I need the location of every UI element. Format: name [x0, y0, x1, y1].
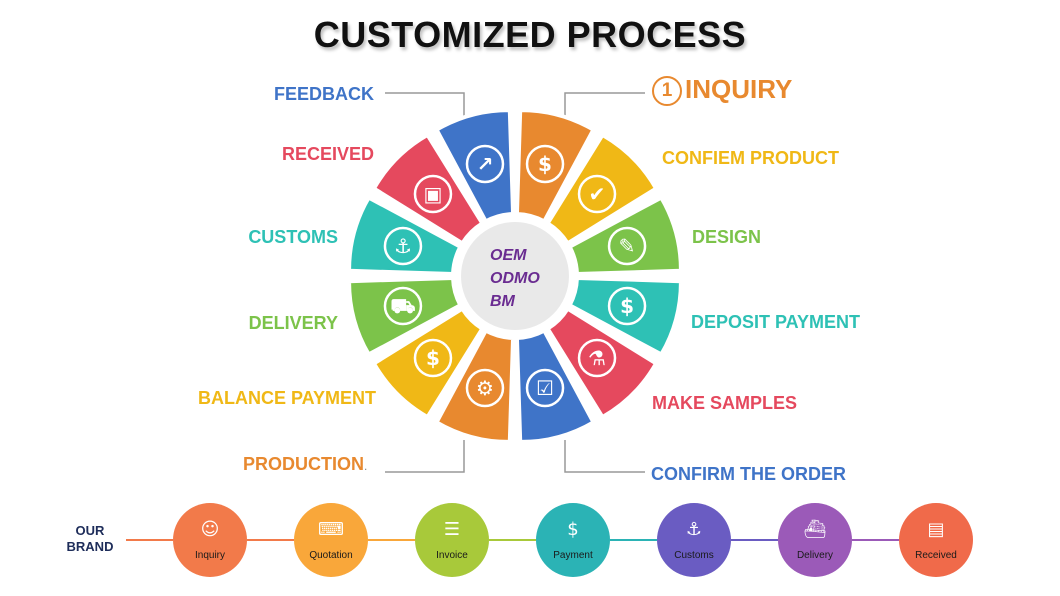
anchor-icon-glyph: ⚓ [394, 234, 412, 258]
calculator-icon: ⌨ [318, 519, 344, 540]
shield-dollar-icon-glyph: $ [426, 346, 440, 370]
timeline-connector [489, 539, 536, 541]
shield-dollar-icon [413, 338, 453, 378]
wheel-segment [545, 306, 659, 420]
wheel-segment [371, 132, 485, 246]
box-icon-glyph: ▣ [424, 182, 443, 206]
step-label-production: PRODUCTION. [243, 454, 368, 474]
timeline-step-label: Payment [553, 550, 593, 561]
ruler-pencil-icon-glyph: ✎ [619, 234, 636, 258]
growth-chart-dollar-icon [465, 144, 505, 184]
timeline-connector [852, 539, 899, 541]
wheel-segment [434, 108, 516, 224]
check-icon [577, 174, 617, 214]
timeline-connector [368, 539, 415, 541]
wheel-segment [567, 195, 683, 277]
invoice-icon: ☰ [443, 519, 461, 540]
step-label-make-samples: MAKE SAMPLES [652, 393, 798, 413]
anchor-icon [383, 226, 423, 266]
step-label-delivery: DELIVERY [248, 313, 338, 333]
step-label-design: DESIGN [692, 227, 762, 247]
test-tube-icon [577, 338, 617, 378]
lightbulb-dollar-icon [607, 286, 647, 326]
anchor-icon: ⚓ [685, 519, 703, 540]
wheel-segments: $ ✔ ✎ $ ⚗ ☑ ⚙ $ ⛟ ⚓ ▣ ↗ [347, 108, 683, 444]
wheel-segment [567, 275, 683, 357]
timeline-step-label: Quotation [309, 550, 353, 561]
timeline-step-quotation: ⌨ Quotation [294, 503, 368, 577]
cash-icon: $ [567, 519, 579, 540]
lightbulb-dollar-icon-glyph: $ [620, 294, 634, 318]
connector-line [385, 92, 465, 118]
step-label-deposit-payment: DEPOSIT PAYMENT [691, 312, 861, 332]
brand-label: OUR BRAND [66, 523, 114, 554]
timeline-step-payment: $ Payment [536, 503, 610, 577]
chat-dollar-icon [525, 144, 565, 184]
wheel-segment [347, 275, 463, 357]
wheel-segment [514, 328, 596, 444]
timeline-step-customs: ⚓ Customs [657, 503, 731, 577]
box-icon [413, 174, 453, 214]
growth-chart-dollar-icon-glyph: ↗ [477, 152, 494, 176]
step-label-confirm-order: CONFIRM THE ORDER [651, 464, 846, 484]
timeline-step-received: ▤ Received [899, 503, 973, 577]
document-check-icon-glyph: ☑ [536, 376, 554, 400]
step-label-feedback: FEEDBACK [273, 84, 374, 104]
robot-arm-icon-glyph: ⚙ [476, 376, 494, 400]
timeline-step-label: Inquiry [194, 550, 225, 561]
package-icon: ▤ [927, 519, 945, 540]
step-label-confirm-product: CONFIEM PRODUCT [662, 148, 839, 168]
step-label-received: RECEIVED [281, 144, 374, 164]
ruler-pencil-icon [607, 226, 647, 266]
test-tube-icon-glyph: ⚗ [588, 346, 606, 370]
timeline-step-delivery: ⛴ Delivery [778, 503, 852, 577]
timeline-connector [126, 539, 173, 541]
wheel-segment [545, 132, 659, 246]
step-label-customs: CUSTOMS [248, 227, 338, 247]
chat-dollar-icon-glyph: $ [538, 152, 552, 176]
connector-line [564, 440, 645, 473]
wheel-segment [434, 328, 516, 444]
timeline-step-label: Delivery [796, 550, 834, 561]
timeline-step-label: Received [915, 550, 957, 561]
page-title: CUSTOMIZED PROCESS [313, 14, 747, 55]
step-number-badge: 1 [652, 76, 682, 106]
wheel-segment [371, 306, 485, 420]
timeline-step-label: Invoice [436, 550, 468, 561]
timeline-connector [247, 539, 294, 541]
ship-icon: ⛴ [803, 519, 827, 540]
timeline-connector [731, 539, 778, 541]
step-label-balance-payment: BALANCE PAYMENT [197, 388, 376, 408]
meeting-icon: ☺ [200, 519, 220, 540]
timeline-step-invoice: ☰ Invoice [415, 503, 489, 577]
truck-icon-glyph: ⛟ [390, 294, 415, 318]
wheel-segment [514, 108, 596, 224]
check-icon-glyph: ✔ [589, 182, 606, 206]
connector-line [564, 92, 645, 118]
center-text: OEM ODMO BM [490, 247, 540, 310]
timeline-connector [610, 539, 657, 541]
timeline-step-inquiry: ☺ Inquiry [173, 503, 247, 577]
robot-arm-icon [465, 368, 505, 408]
timeline-step-label: Customs [674, 550, 714, 561]
document-check-icon [525, 368, 565, 408]
wheel-segment [347, 195, 463, 277]
center-circle [461, 222, 569, 330]
connector-line [385, 440, 465, 473]
truck-icon [383, 286, 423, 326]
